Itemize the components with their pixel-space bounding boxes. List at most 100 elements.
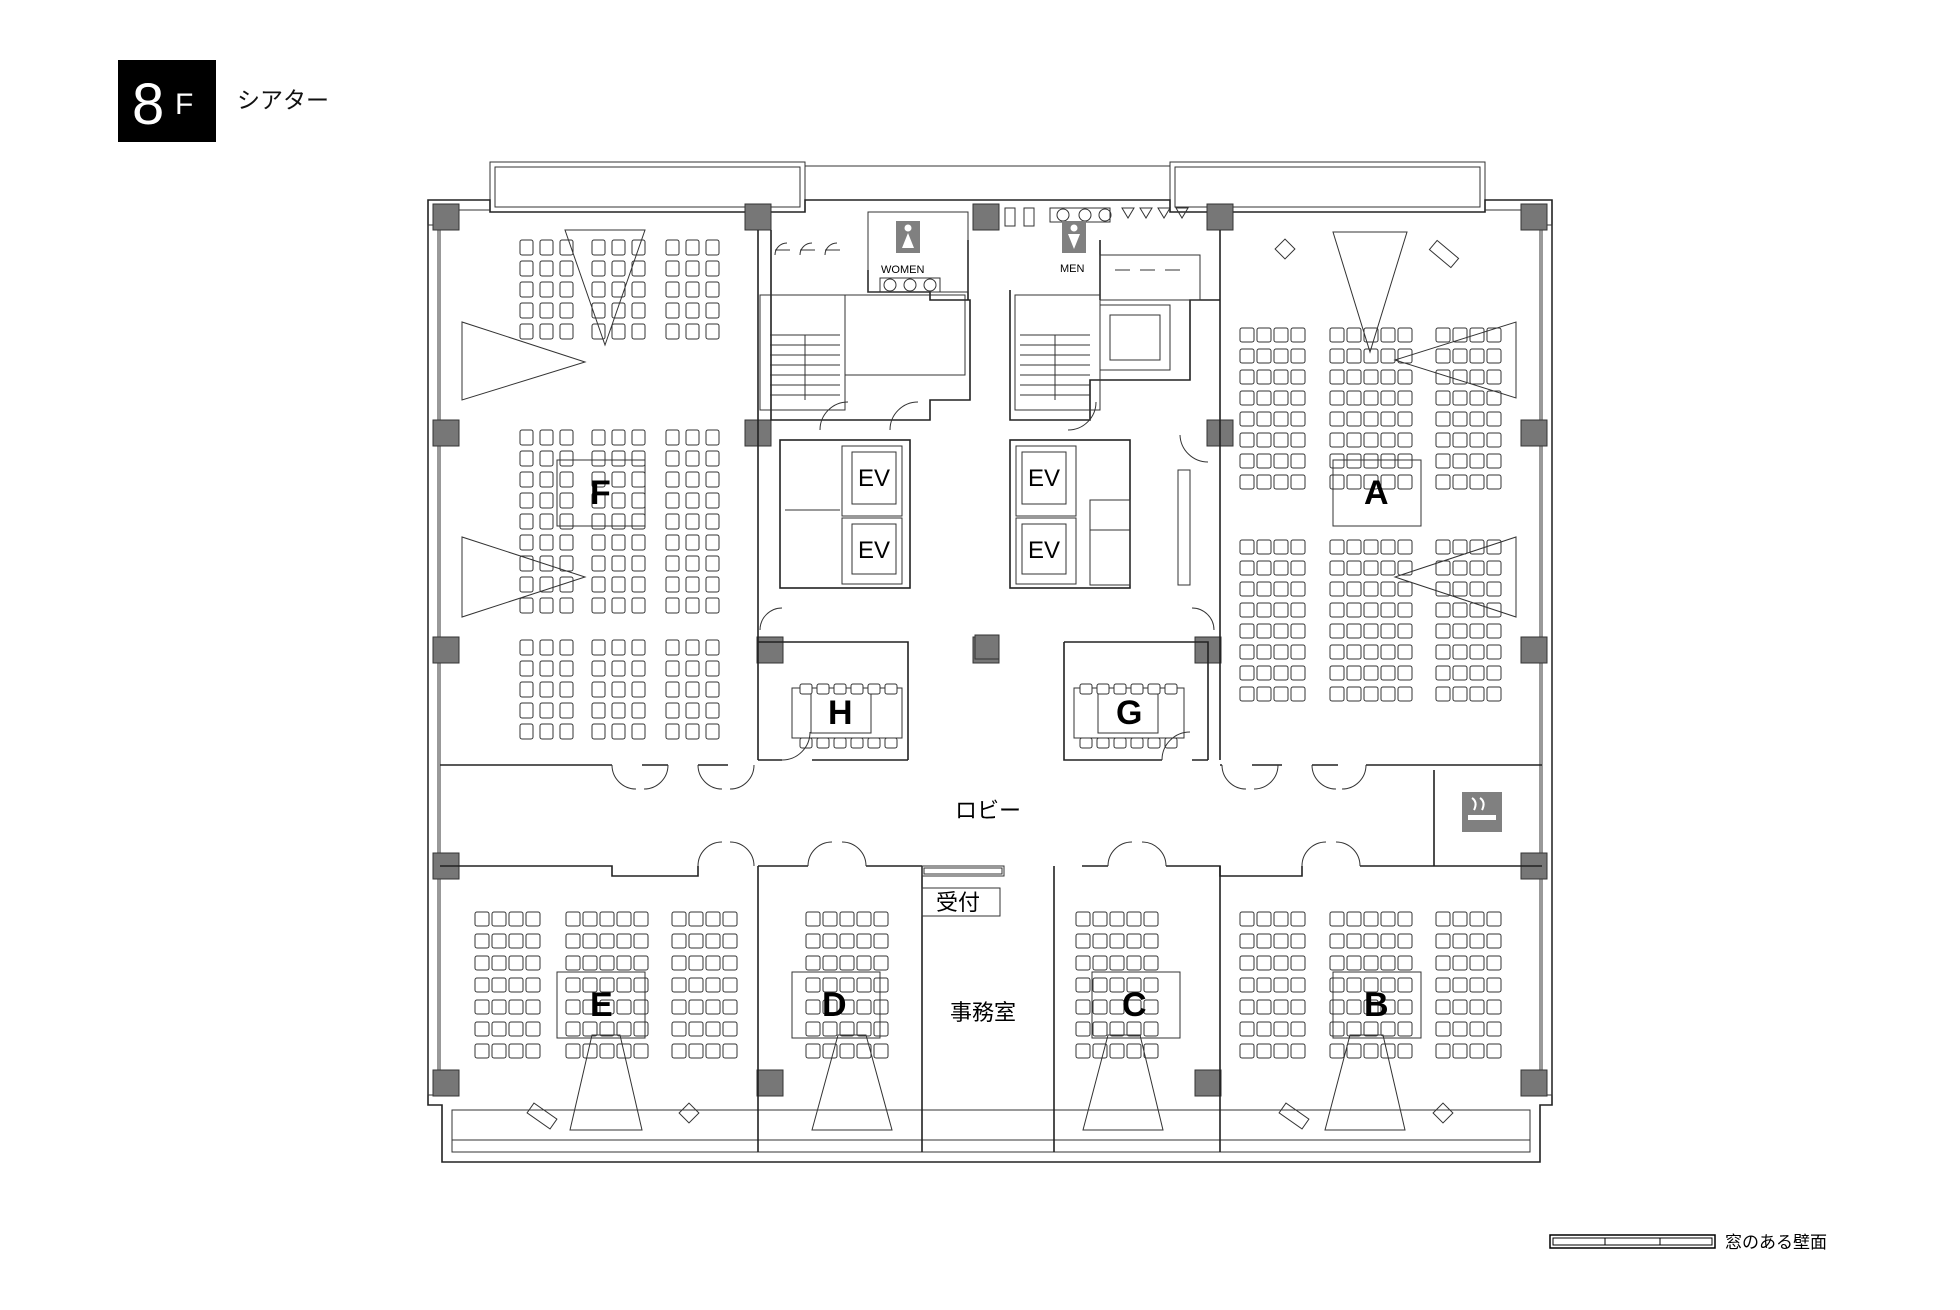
seat [1096,683,1110,695]
seat [1397,602,1413,618]
elevator-label: EV [1028,465,1060,492]
seat [591,239,606,256]
seat [591,302,606,319]
seat [1397,999,1413,1015]
seat [1380,539,1396,555]
seat [685,660,700,677]
seat [1290,369,1306,385]
smoking-area-icon [1462,792,1502,832]
seat [1256,432,1272,448]
seat [705,955,721,971]
seat [665,513,680,530]
women-restroom-label: WOMEN [881,264,924,276]
seat [671,977,687,993]
seat [799,683,813,695]
seat [1469,933,1485,949]
seat [631,597,646,614]
seat [565,999,581,1015]
seat [1346,686,1362,702]
seat [1075,1021,1091,1037]
seat [631,534,646,551]
seat [508,955,524,971]
seat [491,911,507,927]
seat [1469,623,1485,639]
seat [539,702,554,719]
seat [1273,560,1289,576]
seat [1380,432,1396,448]
seat [611,576,626,593]
seat [1273,411,1289,427]
seat [519,555,534,572]
seat [705,281,720,298]
seat [671,999,687,1015]
seat [722,911,738,927]
seat [856,1043,872,1059]
seat [665,639,680,656]
seat [867,683,881,695]
seat [1126,1021,1142,1037]
seat [1435,390,1451,406]
seat [591,702,606,719]
seat [1346,977,1362,993]
seat [1273,999,1289,1015]
seat [539,260,554,277]
seat [1469,1021,1485,1037]
seat [1469,686,1485,702]
seat [805,1021,821,1037]
seat [1452,474,1468,490]
seat [611,639,626,656]
seat [474,933,490,949]
core [759,207,1220,660]
seat [685,239,700,256]
seat [631,450,646,467]
seat [1380,411,1396,427]
seat [1239,977,1255,993]
seat [705,933,721,949]
seat [631,660,646,677]
seat [1363,539,1379,555]
seat [1290,955,1306,971]
seat [474,955,490,971]
seat [591,660,606,677]
seat [665,534,680,551]
seat [519,576,534,593]
seat [665,260,680,277]
seat [474,977,490,993]
seat [559,681,574,698]
seat [665,302,680,319]
seat [616,911,632,927]
seat [1075,999,1091,1015]
seat [665,702,680,719]
seat [1435,1043,1451,1059]
room-e-box [556,971,646,1039]
room-f-box [556,459,646,527]
seat [688,955,704,971]
seat [1239,453,1255,469]
seat [1290,933,1306,949]
seat [685,281,700,298]
seat [611,534,626,551]
seat [1164,683,1178,695]
seat [665,429,680,446]
seat [722,1021,738,1037]
seat [1329,453,1345,469]
seat [631,681,646,698]
seat [1273,911,1289,927]
seat [1256,539,1272,555]
seat [1075,1043,1091,1059]
seat [1380,474,1396,490]
seat [611,660,626,677]
seat [1109,911,1125,927]
seat [611,681,626,698]
seat [1452,539,1468,555]
seat [559,555,574,572]
seat [705,239,720,256]
seat [705,323,720,340]
seat [519,513,534,530]
seat [1435,411,1451,427]
seat [1452,390,1468,406]
seat [850,683,864,695]
seat [1397,453,1413,469]
floor-suffix: F [175,88,193,121]
seat [631,323,646,340]
